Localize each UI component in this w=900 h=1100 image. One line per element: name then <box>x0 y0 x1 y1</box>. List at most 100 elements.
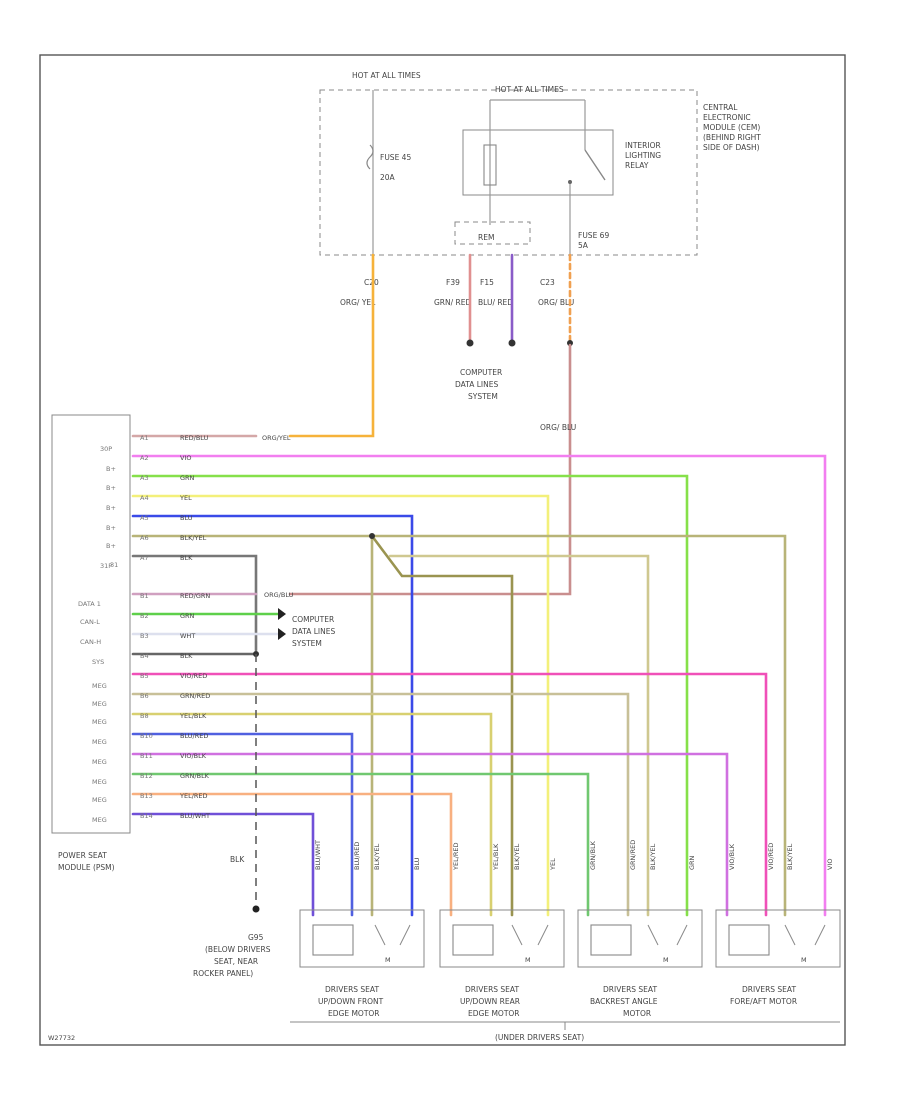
svg-text:DATA LINES: DATA LINES <box>292 627 335 636</box>
wire-yel-blk <box>131 712 493 917</box>
svg-text:GRN: GRN <box>688 855 696 870</box>
wire-blk <box>131 554 258 652</box>
svg-text:YEL: YEL <box>549 858 557 871</box>
wire-blk-yel-branch-2 <box>370 534 514 917</box>
org-blu-mid-label: ORG/ BLU <box>540 423 576 432</box>
wire-grn-blk <box>131 772 590 917</box>
relay-label: INTERIOR LIGHTING RELAY <box>625 141 661 170</box>
wire-grn-red <box>131 692 630 917</box>
svg-text:M: M <box>525 956 531 964</box>
svg-text:A2: A2 <box>140 454 149 462</box>
svg-text:SYS: SYS <box>92 658 104 666</box>
svg-text:WHT: WHT <box>180 632 195 640</box>
svg-text:UP/DOWN FRONT: UP/DOWN FRONT <box>318 997 384 1006</box>
svg-text:MEG: MEG <box>92 718 107 726</box>
svg-text:UP/DOWN REAR: UP/DOWN REAR <box>460 997 520 1006</box>
can-arrow-1 <box>278 608 286 620</box>
fuse-69-amp: 5A <box>578 241 589 250</box>
relay-coil-icon <box>483 144 497 186</box>
wire-blk-yel-branch-3 <box>388 554 650 917</box>
pin-c20: C20 <box>364 278 379 287</box>
svg-text:LIGHTING: LIGHTING <box>625 151 661 160</box>
svg-text:VIO/BLK: VIO/BLK <box>180 752 207 760</box>
svg-text:BLK: BLK <box>180 554 193 562</box>
motor-up-down-front: M <box>299 909 425 968</box>
wire-vio <box>131 454 827 917</box>
svg-text:BLK/YEL: BLK/YEL <box>180 534 207 542</box>
rem-connector-label: REM <box>478 233 494 242</box>
motor-names: DRIVERS SEAT UP/DOWN FRONT EDGE MOTOR DR… <box>318 985 797 1018</box>
svg-text:A7: A7 <box>140 554 149 562</box>
svg-text:BLU: BLU <box>413 857 421 870</box>
svg-text:ORG/ YEL: ORG/ YEL <box>340 298 376 307</box>
motor-group-label: (UNDER DRIVERS SEAT) <box>495 1033 584 1042</box>
top-wire-labels: ORG/ YEL GRN/ RED BLU/ RED ORG/ BLU <box>340 298 574 307</box>
svg-text:BLK/YEL: BLK/YEL <box>786 843 794 870</box>
svg-text:MEG: MEG <box>92 758 107 766</box>
hot-at-all-times-label-2: HOT AT ALL TIMES <box>495 85 564 94</box>
wire-blu-red <box>131 732 354 917</box>
svg-text:A4: A4 <box>140 494 149 502</box>
rem-connector-box <box>454 221 531 245</box>
svg-text:BLK/YEL: BLK/YEL <box>513 843 521 870</box>
svg-text:MEG: MEG <box>92 778 107 786</box>
svg-text:31: 31 <box>110 561 118 569</box>
svg-text:FORE/AFT MOTOR: FORE/AFT MOTOR <box>730 997 797 1006</box>
wire-blu <box>131 514 414 917</box>
svg-text:A3: A3 <box>140 474 149 482</box>
svg-text:ORG/ BLU: ORG/ BLU <box>538 298 574 307</box>
svg-text:DRIVERS SEAT: DRIVERS SEAT <box>603 985 657 994</box>
svg-text:A1: A1 <box>140 434 149 442</box>
svg-text:MEG: MEG <box>92 816 107 824</box>
cdl-dot-2 <box>508 339 516 347</box>
svg-text:VIO/RED: VIO/RED <box>767 843 775 870</box>
svg-text:A6: A6 <box>140 534 149 542</box>
svg-text:BLU/RED: BLU/RED <box>353 842 361 870</box>
can-arrow-2 <box>278 628 286 640</box>
cem-label: CENTRAL ELECTRONIC MODULE (CEM) (BEHIND … <box>703 103 761 152</box>
svg-text:MEG: MEG <box>92 682 107 690</box>
svg-text:EDGE MOTOR: EDGE MOTOR <box>468 1009 520 1018</box>
svg-text:SIDE OF DASH): SIDE OF DASH) <box>703 143 760 152</box>
pin-f39: F39 <box>446 278 460 287</box>
svg-text:B4: B4 <box>140 652 149 660</box>
svg-text:B1: B1 <box>140 592 149 600</box>
svg-text:DATA LINES: DATA LINES <box>455 380 498 389</box>
svg-text:BLU/RED: BLU/RED <box>180 732 208 740</box>
svg-text:YEL/RED: YEL/RED <box>452 842 460 871</box>
fuse-45-amp: 20A <box>380 173 396 182</box>
svg-text:B12: B12 <box>140 772 153 780</box>
svg-text:GRN/BLK: GRN/BLK <box>589 840 597 870</box>
svg-text:GRN: GRN <box>180 474 195 482</box>
svg-text:GRN/RED: GRN/RED <box>180 692 210 700</box>
svg-text:B8: B8 <box>140 712 149 720</box>
wire-yel-red <box>131 792 453 917</box>
relay-switch-icon <box>584 149 606 181</box>
svg-text:VIO/RED: VIO/RED <box>180 672 207 680</box>
org-blu-splice <box>567 340 573 346</box>
svg-text:GRN/RED: GRN/RED <box>629 840 637 870</box>
motor-up-down-rear: M <box>439 909 565 968</box>
svg-text:RED/GRN: RED/GRN <box>180 592 210 600</box>
svg-text:CENTRAL: CENTRAL <box>703 103 738 112</box>
ground-wire-label: BLK <box>230 855 245 864</box>
svg-text:GRN/BLK: GRN/BLK <box>180 772 210 780</box>
wire-blk-yel <box>131 534 787 917</box>
svg-text:CAN-L: CAN-L <box>80 618 100 626</box>
motor-backrest-angle: M <box>577 909 703 968</box>
svg-text:B+: B+ <box>106 504 116 512</box>
cdl-dot-1 <box>466 339 474 347</box>
svg-text:M: M <box>663 956 669 964</box>
module-pin-labels: 30P B+ B+ B+ B+ B+ 31 31P DATA 1 CAN-L C… <box>78 445 118 824</box>
svg-text:B+: B+ <box>106 465 116 473</box>
cdl-system-label-mid: COMPUTER DATA LINES SYSTEM <box>292 615 335 648</box>
svg-text:YEL/BLK: YEL/BLK <box>179 712 207 720</box>
svg-text:POWER SEAT: POWER SEAT <box>58 851 107 860</box>
svg-text:MEG: MEG <box>92 700 107 708</box>
svg-text:BLU/ RED: BLU/ RED <box>478 298 513 307</box>
svg-text:(BELOW DRIVERS: (BELOW DRIVERS <box>205 945 271 954</box>
svg-text:B+: B+ <box>106 484 116 492</box>
power-seat-module <box>51 414 131 834</box>
